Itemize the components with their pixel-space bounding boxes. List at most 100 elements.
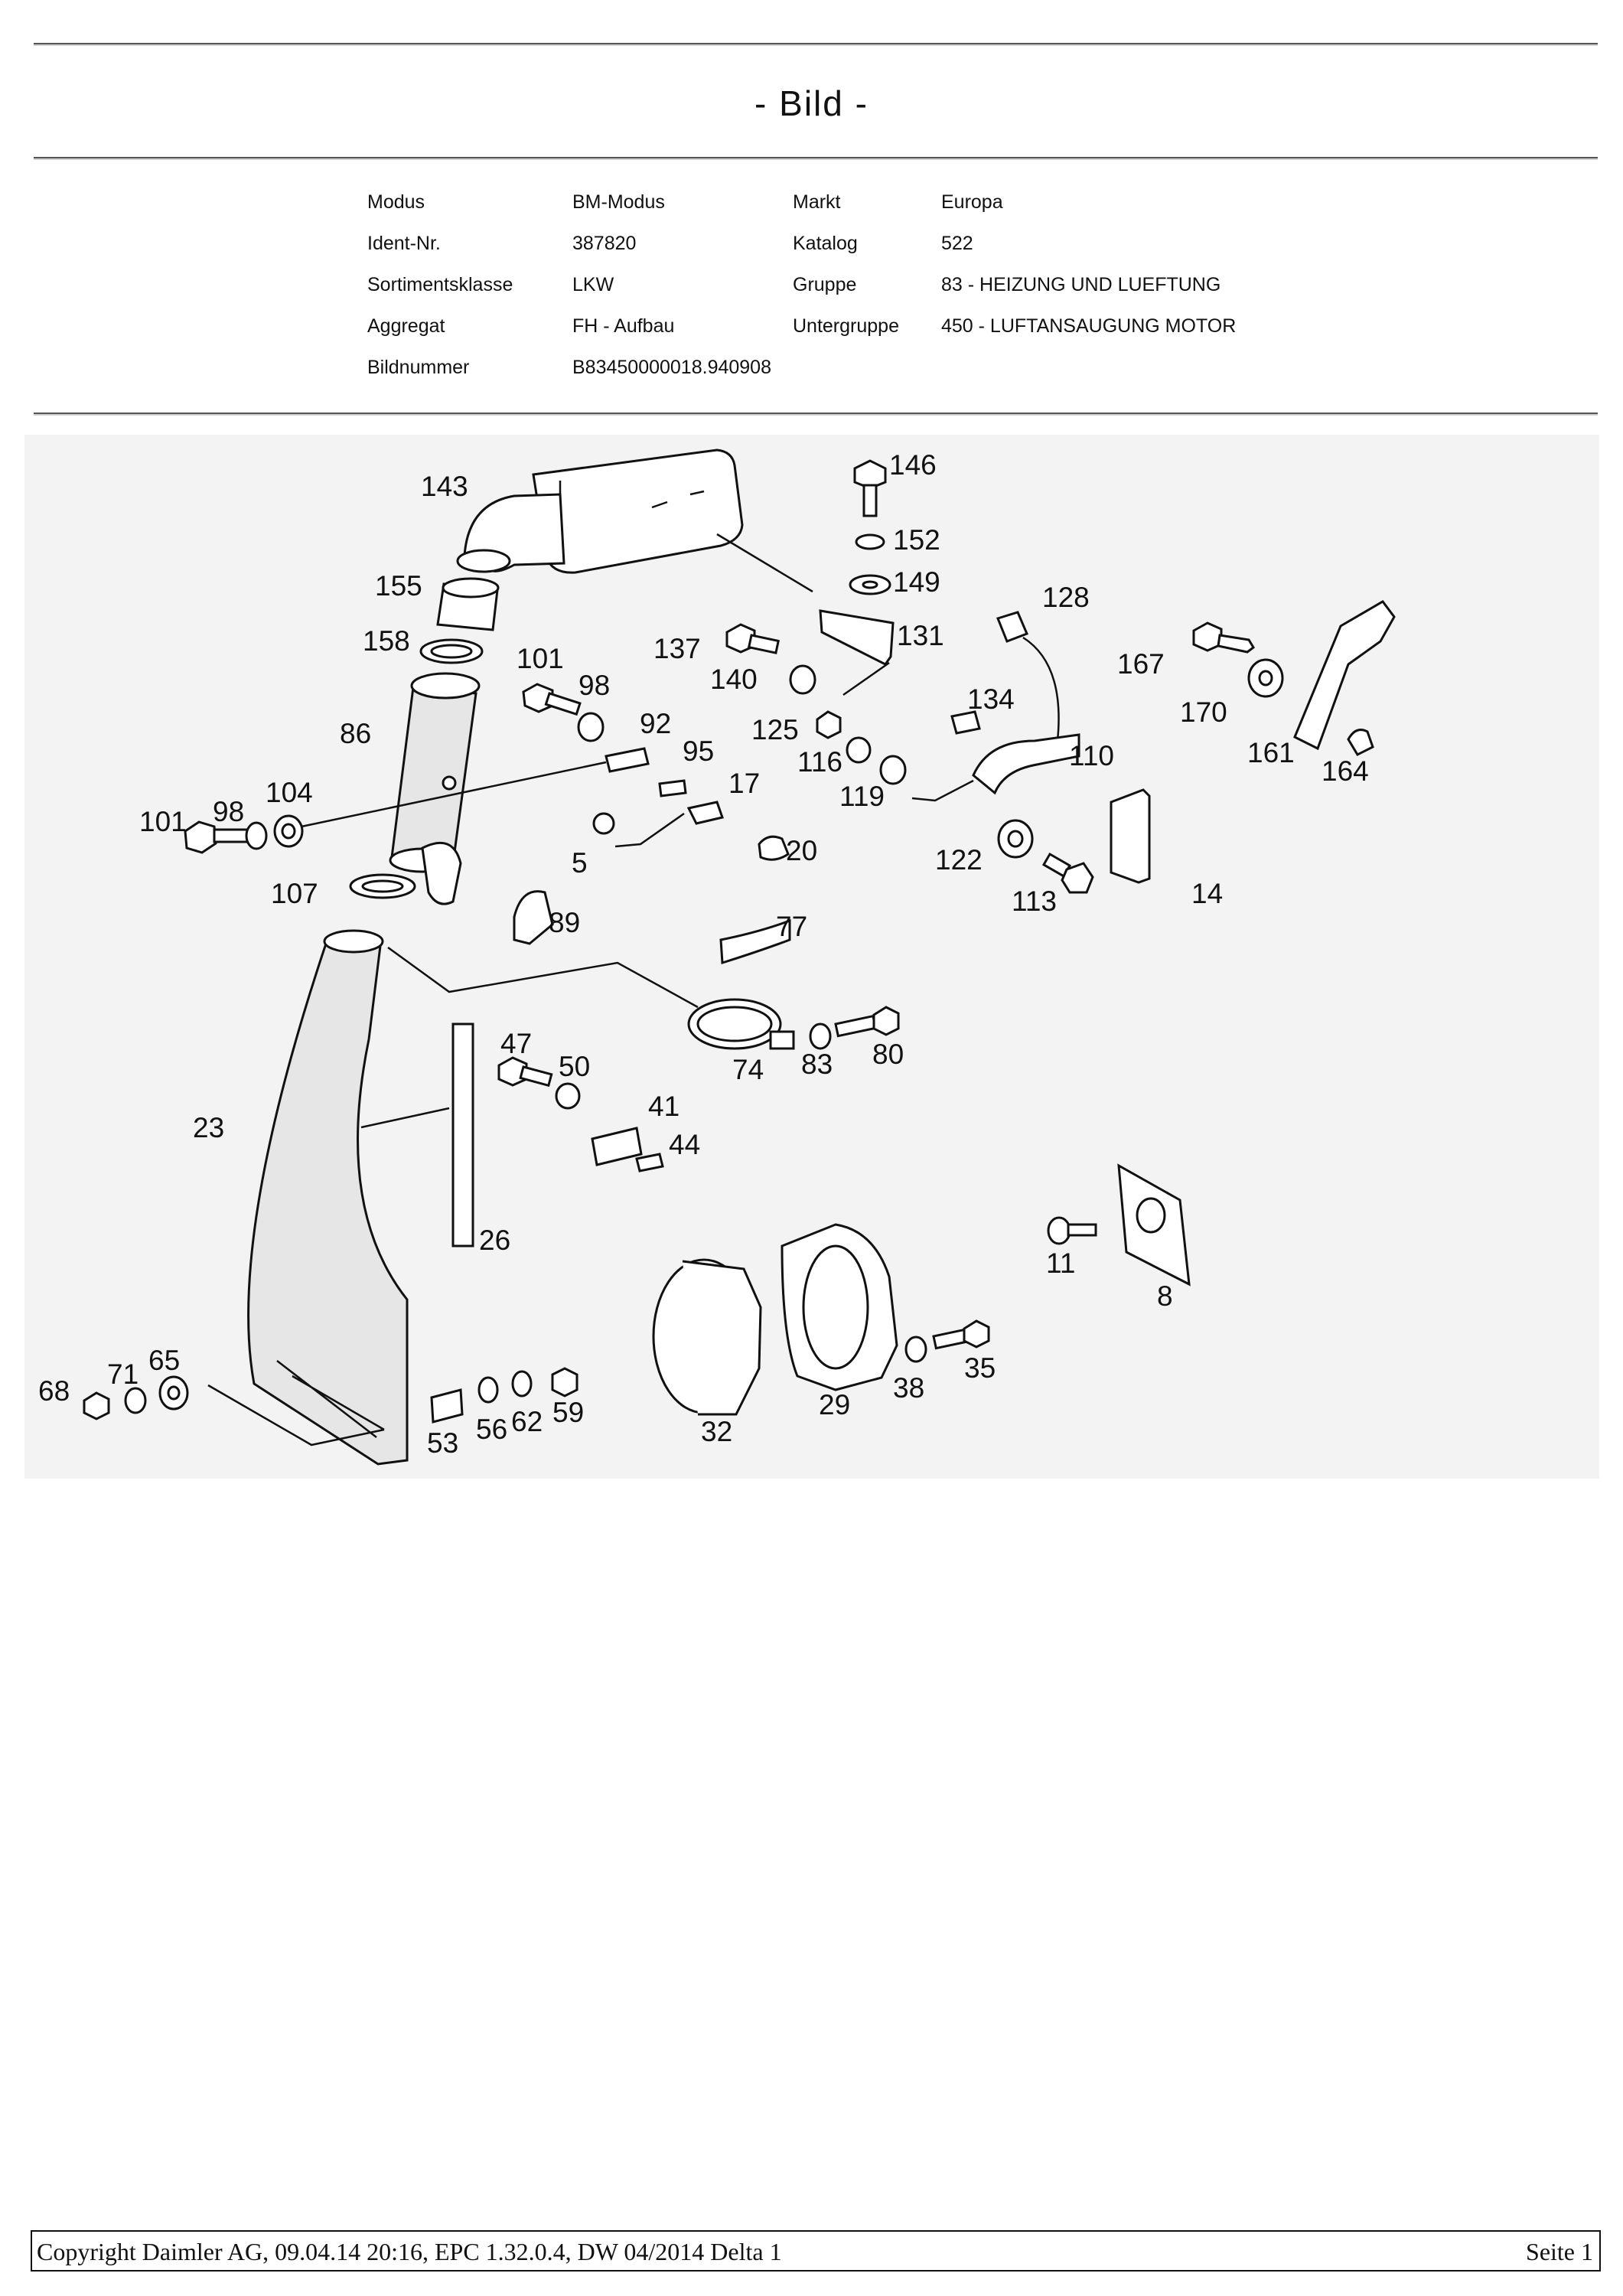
bolt-146 [853, 459, 887, 517]
meta-key: Sortimentsklasse [367, 274, 513, 295]
part-label: 161 [1247, 737, 1295, 768]
part-label: 134 [967, 683, 1015, 715]
part-label: 98 [213, 796, 244, 827]
part-label: 11 [1046, 1247, 1075, 1279]
part-label: 23 [193, 1112, 224, 1143]
meta-key: Gruppe [793, 274, 857, 295]
meta-row: Sortimentsklasse LKW Gruppe 83 - HEIZUNG… [367, 274, 1362, 305]
clip-164 [1347, 729, 1374, 756]
part-label: 95 [683, 735, 714, 767]
meta-value: FH - Aufbau [572, 315, 675, 337]
part-label: 164 [1322, 755, 1369, 787]
plate-95 [658, 779, 687, 797]
bolt-113 [1041, 852, 1094, 894]
bracket-77 [719, 918, 791, 964]
bracket-161 [1293, 600, 1396, 751]
plate-44 [635, 1153, 664, 1172]
clip-128 [996, 611, 1028, 643]
meta-value: Europa [941, 191, 1003, 213]
part-label: 125 [751, 714, 799, 745]
meta-value: 522 [941, 233, 973, 254]
part-label: 32 [701, 1416, 732, 1447]
bolt-137 [725, 623, 780, 654]
part-label: 116 [797, 746, 842, 778]
part-label: 128 [1042, 582, 1090, 613]
bracket-14 [1110, 788, 1151, 884]
leader-line [360, 1107, 450, 1129]
part-label: 71 [107, 1358, 139, 1390]
bolt-47 [497, 1056, 553, 1088]
leader-line [1022, 636, 1060, 742]
part-label: 50 [559, 1051, 590, 1082]
spring-washer-116 [846, 736, 872, 764]
meta-key: Ident-Nr. [367, 233, 441, 254]
meta-key: Untergruppe [793, 315, 899, 337]
meta-value: BM-Modus [572, 191, 665, 213]
part-label: 92 [640, 708, 671, 739]
part-label: 122 [935, 844, 983, 876]
page-title: - Bild - [754, 83, 869, 123]
meta-row: Bildnummer B83450000018.940908 [367, 357, 1362, 387]
meta-row: Modus BM-Modus Markt Europa [367, 191, 1362, 222]
spring-washer-152 [855, 533, 885, 550]
leader-line [614, 812, 685, 848]
part-label: 149 [893, 566, 940, 598]
top-rule [34, 43, 1598, 46]
plate-134 [950, 710, 981, 735]
leader-line [911, 779, 974, 802]
part-label: 113 [1012, 885, 1057, 917]
part-label: 68 [38, 1375, 70, 1407]
footer: Copyright Daimler AG, 09.04.14 20:16, EP… [31, 2230, 1601, 2272]
part-label: 77 [776, 911, 807, 942]
diagram-canvas: 143 146 152 149 155 128 131 158 137 101 … [38, 448, 1396, 1466]
meta-value: 83 - HEIZUNG UND LUEFTUNG [941, 274, 1221, 295]
nut-125 [816, 710, 842, 739]
bolt-80 [834, 1006, 900, 1038]
fitting-89 [513, 890, 554, 945]
meta-key: Modus [367, 191, 425, 213]
air-filter-housing [456, 448, 813, 593]
part-label: 53 [427, 1427, 458, 1459]
part-label: 65 [148, 1345, 180, 1376]
part-label: 146 [889, 449, 937, 481]
part-label: 158 [363, 625, 410, 657]
bolt-167 [1192, 621, 1255, 654]
exploded-parts-diagram: 143 146 152 149 155 128 131 158 137 101 … [24, 435, 1599, 1479]
leader-line [387, 946, 699, 1009]
rubber-ring [436, 577, 500, 631]
sleeve-53 [430, 1388, 464, 1424]
hose-clamp [419, 638, 484, 664]
bracket-92 [605, 747, 650, 773]
washer-62 [511, 1370, 533, 1397]
part-label: 170 [1180, 696, 1227, 728]
part-label: 5 [572, 847, 588, 879]
part-label: 74 [732, 1054, 764, 1085]
part-label: 140 [710, 664, 758, 695]
meta-key: Katalog [793, 233, 858, 254]
bolt-101-top [522, 683, 582, 716]
meta-key: Aggregat [367, 315, 445, 337]
meta-key: Markt [793, 191, 841, 213]
clamp-110 [972, 733, 1080, 795]
meta-value: B83450000018.940908 [572, 357, 771, 378]
clip-41 [591, 1127, 643, 1166]
washer-56 [477, 1376, 499, 1404]
washer-83 [809, 1022, 832, 1050]
part-label: 155 [375, 570, 422, 602]
figure-top-rule [34, 413, 1598, 416]
part-label: 20 [786, 835, 817, 866]
plug-20 [758, 835, 790, 861]
part-label: 89 [549, 907, 580, 938]
part-labels: 143 146 152 149 155 128 131 158 137 101 … [38, 449, 1369, 1459]
washer-71 [124, 1387, 147, 1414]
part-label: 17 [728, 768, 760, 799]
part-label: 41 [648, 1091, 680, 1122]
part-label: 38 [893, 1372, 924, 1404]
part-label: 152 [893, 524, 940, 556]
part-label: 59 [552, 1397, 584, 1428]
meta-value: 450 - LUFTANSAUGUNG MOTOR [941, 315, 1237, 337]
meta-row: Aggregat FH - Aufbau Untergruppe 450 - L… [367, 315, 1362, 346]
part-label: 44 [669, 1129, 700, 1160]
intake-hose [389, 672, 481, 905]
part-label: 119 [839, 781, 885, 812]
